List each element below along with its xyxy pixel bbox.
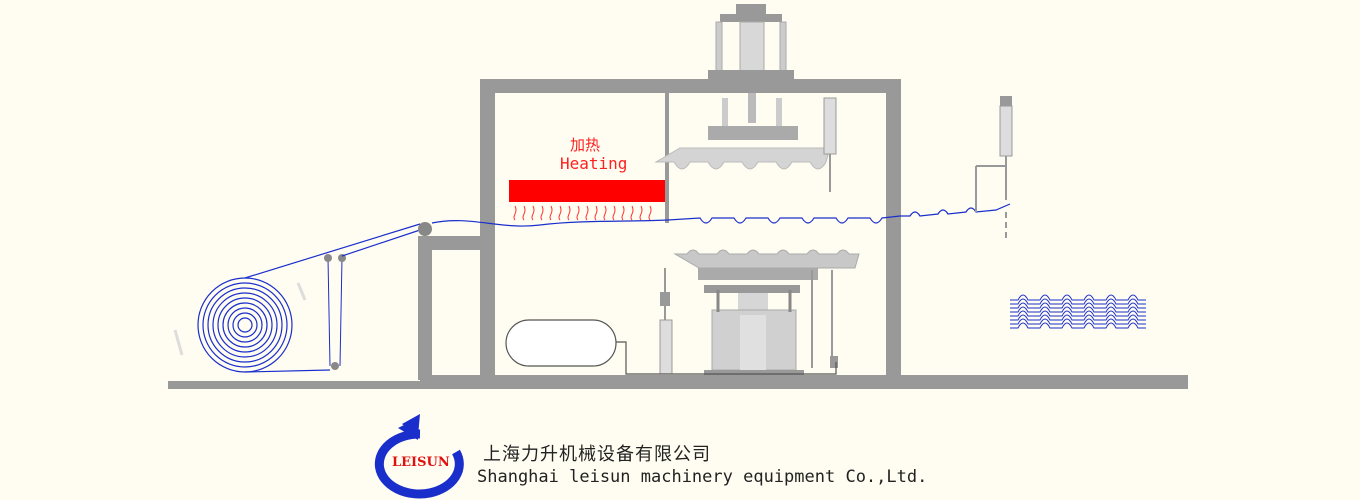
top-side-cylinder xyxy=(823,97,837,192)
floor-rail xyxy=(168,381,420,389)
feed-stand-arm xyxy=(418,236,483,250)
company-name-chinese: 上海力升机械设备有限公司 xyxy=(483,444,711,465)
company-name-english: Shanghai leisun machinery equipment Co.,… xyxy=(477,467,928,487)
bottom-right-support xyxy=(811,270,838,368)
heating-label-english: Heating xyxy=(560,154,628,173)
bottom-side-cylinder xyxy=(659,268,673,375)
feed-stand-post xyxy=(418,240,432,380)
material-roll xyxy=(197,277,293,373)
floor-rail-right xyxy=(420,375,1188,389)
logo-text: LEISUN xyxy=(392,455,450,470)
air-tank xyxy=(505,319,617,367)
cutter-assembly xyxy=(975,96,1013,242)
top-press-cylinder xyxy=(708,4,794,128)
air-pipe xyxy=(616,341,837,375)
leisun-logo-arrow xyxy=(374,414,464,499)
heating-label-chinese: 加热 xyxy=(570,136,601,154)
heat-waves xyxy=(513,205,652,221)
sheet-through-machine xyxy=(431,203,1011,227)
heater-plate xyxy=(509,180,665,202)
bottom-mold xyxy=(673,249,860,376)
sheet-feed-path xyxy=(244,223,421,373)
roll-stand-lines xyxy=(173,282,307,356)
top-mold xyxy=(654,126,831,170)
formed-product-stack xyxy=(1010,294,1146,329)
feed-roller xyxy=(418,222,432,236)
tension-rollers xyxy=(324,254,346,370)
